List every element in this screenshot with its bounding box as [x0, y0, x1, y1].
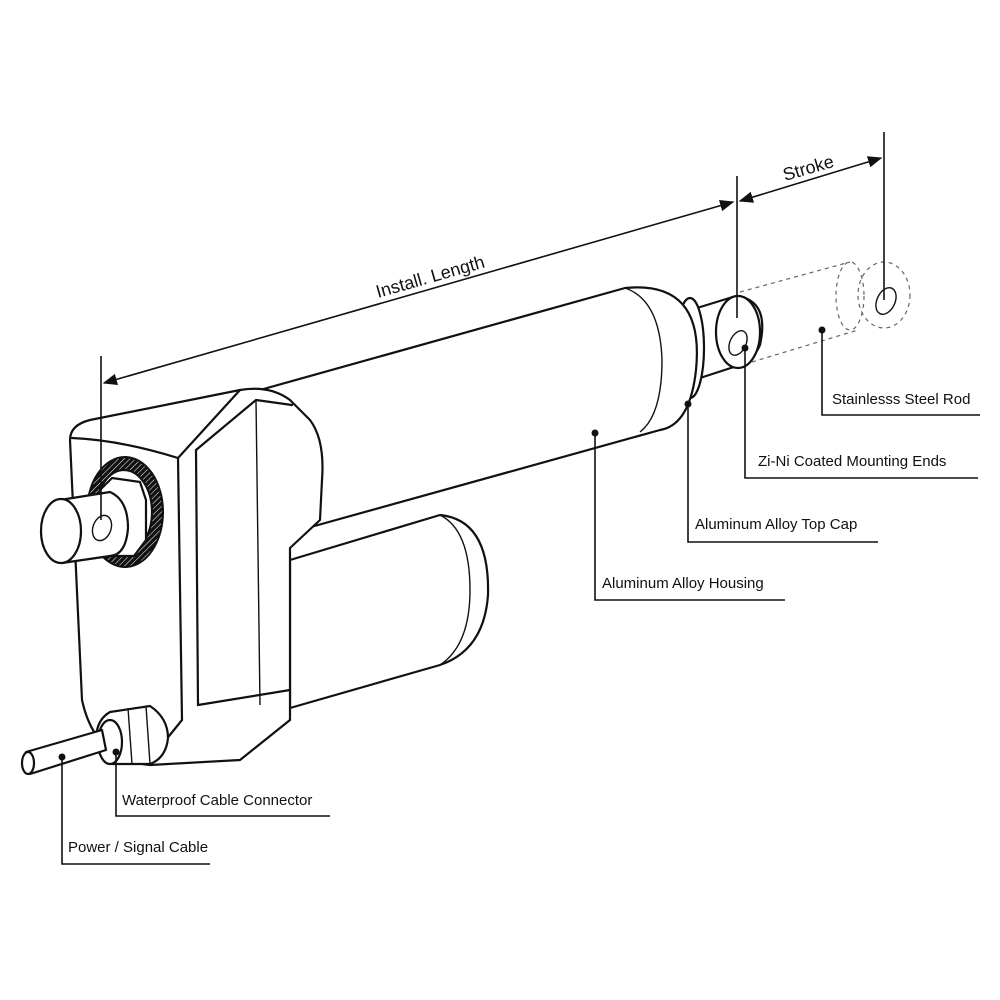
svg-text:Aluminum Alloy Housing: Aluminum Alloy Housing: [602, 575, 764, 592]
callout-housing: Aluminum Alloy Housing: [591, 429, 785, 601]
rear-mount: [39, 456, 164, 568]
motor-cylinder: [288, 513, 490, 710]
callout-rod: Stainlesss Steel Rod: [818, 326, 980, 416]
svg-text:Stainlesss Steel Rod: Stainlesss Steel Rod: [832, 391, 970, 408]
install-length-label: Install. Length: [374, 252, 487, 302]
svg-text:Power / Signal Cable: Power / Signal Cable: [68, 839, 208, 856]
power-cable: [20, 728, 108, 776]
gearbox-body: [68, 387, 324, 767]
svg-text:Zi-Ni Coated Mounting Ends: Zi-Ni Coated Mounting Ends: [758, 453, 946, 470]
stroke-dimension: Stroke: [738, 132, 885, 300]
callout-top-cap: Aluminum Alloy Top Cap: [684, 400, 878, 543]
callout-mounting-ends: Zi-Ni Coated Mounting Ends: [741, 344, 978, 479]
cable-gland: [94, 704, 170, 766]
svg-text:Aluminum Alloy Top Cap: Aluminum Alloy Top Cap: [695, 516, 857, 533]
callout-cable: Power / Signal Cable: [58, 753, 210, 865]
aluminum-housing: [258, 286, 698, 532]
callout-cable-connector: Waterproof Cable Connector: [112, 748, 330, 817]
svg-text:Waterproof Cable Connector: Waterproof Cable Connector: [122, 792, 312, 809]
